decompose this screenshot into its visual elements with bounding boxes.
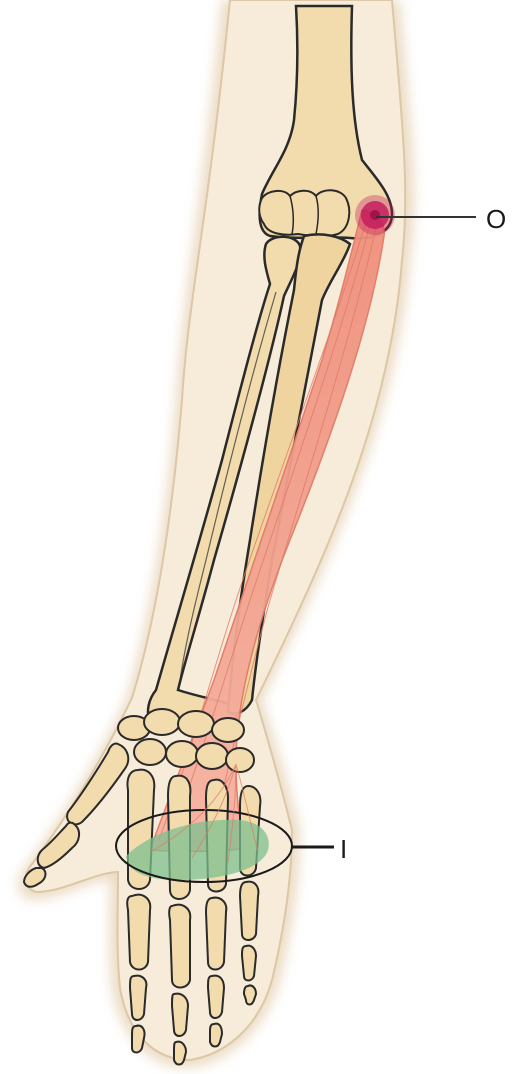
index-distal bbox=[132, 1026, 145, 1053]
origin-label: O bbox=[486, 204, 506, 234]
carpal-3 bbox=[178, 711, 214, 737]
insertion-label: I bbox=[340, 834, 347, 864]
carpal-6 bbox=[166, 741, 198, 767]
little-distal bbox=[244, 985, 256, 1004]
index-middle bbox=[130, 976, 146, 1020]
middle-distal bbox=[174, 1042, 186, 1065]
carpal-5 bbox=[134, 739, 166, 765]
little-proximal bbox=[240, 882, 258, 940]
ring-proximal bbox=[206, 898, 226, 970]
middle-proximal bbox=[169, 905, 190, 988]
origin-marker bbox=[355, 195, 395, 235]
middle-middle bbox=[172, 994, 188, 1036]
carpal-4 bbox=[212, 718, 244, 742]
origin-center bbox=[370, 210, 380, 220]
carpal-2 bbox=[144, 709, 180, 735]
humerus-condyles bbox=[259, 190, 349, 236]
ring-middle bbox=[208, 976, 224, 1018]
carpal-7 bbox=[196, 743, 228, 769]
little-middle bbox=[242, 946, 256, 981]
carpal-8 bbox=[226, 748, 254, 772]
ring-distal bbox=[210, 1024, 222, 1047]
index-proximal bbox=[127, 895, 150, 970]
